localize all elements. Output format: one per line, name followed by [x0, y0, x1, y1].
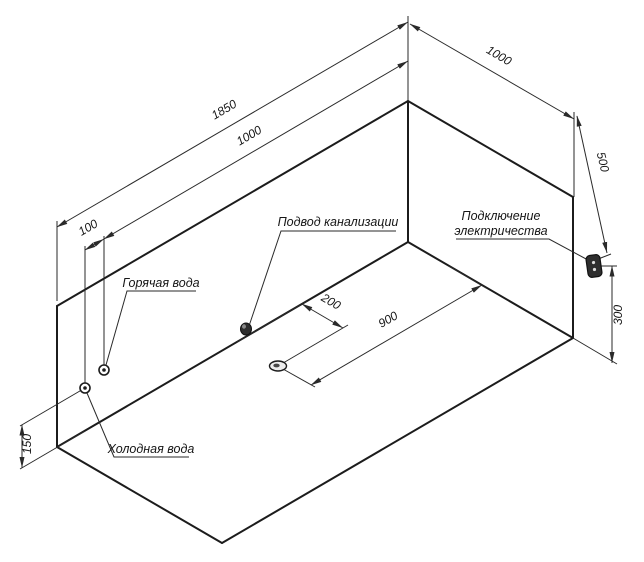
- dim-1000-right: 1000: [484, 43, 514, 69]
- dim-line-500: [576, 115, 608, 254]
- sewer-pipe-icon: [240, 322, 252, 336]
- electric-socket-icon: [585, 254, 603, 278]
- dim-300: 300: [611, 305, 625, 325]
- electricity-label-line1: Подключение: [462, 209, 541, 223]
- dim-line-1850: [56, 21, 409, 228]
- dim-900: 900: [376, 308, 401, 330]
- hot-water-label: Горячая вода: [122, 276, 199, 290]
- callout-texts: Горячая вода Холодная вода Подвод канали…: [107, 209, 548, 456]
- electricity-leader: [456, 238, 589, 261]
- floor-drain-icon: [268, 360, 288, 372]
- sewer-label: Подвод канализации: [278, 215, 399, 229]
- dim-1000-left: 1000: [234, 123, 264, 149]
- box-outline: [56, 100, 574, 544]
- dim-line-1000-left: [103, 60, 409, 240]
- floor-front-left-edge: [56, 446, 223, 544]
- dimension-texts: 1850 1000 100 1000 500 300 200 900 150: [20, 43, 625, 454]
- electricity-label-line2: электричества: [454, 224, 547, 238]
- sewer-leader: [248, 230, 396, 327]
- hot-water-point-icon: [98, 364, 110, 376]
- dim-100: 100: [76, 216, 101, 238]
- extension-lines: [19, 16, 618, 470]
- floor-front-right-edge: [221, 337, 574, 544]
- dim-line-1000-right: [409, 23, 575, 120]
- back-wall-bottom-edge: [56, 241, 409, 448]
- fixtures: [79, 254, 603, 394]
- right-wall-bottom-edge: [407, 241, 574, 339]
- back-wall-top-edge: [56, 100, 409, 307]
- dimension-lines: [19, 21, 615, 468]
- right-wall-top-edge: [407, 100, 574, 198]
- cold-water-label: Холодная вода: [107, 442, 195, 456]
- dim-500: 500: [594, 151, 613, 174]
- dim-150: 150: [20, 434, 34, 454]
- leader-lines: [86, 230, 589, 458]
- hot-water-leader: [105, 290, 196, 366]
- dim-line-100: [84, 238, 105, 251]
- cold-water-point-icon: [79, 382, 91, 394]
- cold-water-leader: [86, 392, 189, 458]
- dim-1850: 1850: [209, 97, 239, 123]
- dim-line-900: [310, 284, 483, 386]
